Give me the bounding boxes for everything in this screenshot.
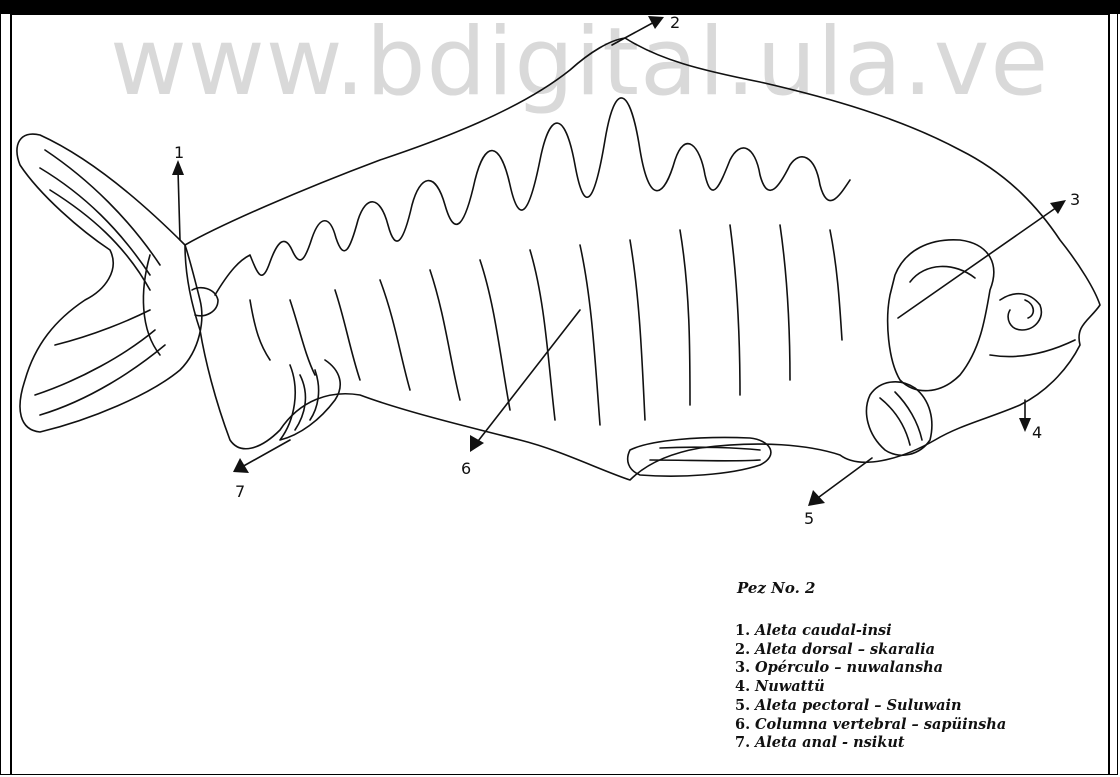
callout-5: 5 bbox=[804, 509, 814, 528]
callout-4: 4 bbox=[1032, 423, 1042, 442]
diagram-caption: Pez No. 2 bbox=[737, 579, 816, 597]
anal-fin bbox=[280, 360, 340, 440]
legend-item: 4.Nuwattü bbox=[735, 678, 1006, 697]
legend-item: 2.Aleta dorsal – skaralia bbox=[735, 641, 1006, 660]
legend-item: 1.Aleta caudal-insi bbox=[735, 622, 1006, 641]
legend-item: 6.Columna vertebral – sapüinsha bbox=[735, 716, 1006, 735]
caudal-fin bbox=[17, 134, 202, 432]
legend-item: 7.Aleta anal - nsikut bbox=[735, 734, 1006, 753]
callout-1: 1 bbox=[174, 143, 184, 162]
ventral-fin bbox=[628, 438, 771, 477]
callout-2: 2 bbox=[670, 13, 680, 32]
legend-item: 3.Opérculo – nuwalansha bbox=[735, 659, 1006, 678]
legend-list: 1.Aleta caudal-insi 2.Aleta dorsal – ska… bbox=[735, 622, 1006, 753]
legend-item: 5.Aleta pectoral – Suluwain bbox=[735, 697, 1006, 716]
callout-3: 3 bbox=[1070, 190, 1080, 209]
callout-7: 7 bbox=[235, 482, 245, 501]
callout-6: 6 bbox=[461, 459, 471, 478]
vertebral-spines bbox=[215, 98, 850, 295]
